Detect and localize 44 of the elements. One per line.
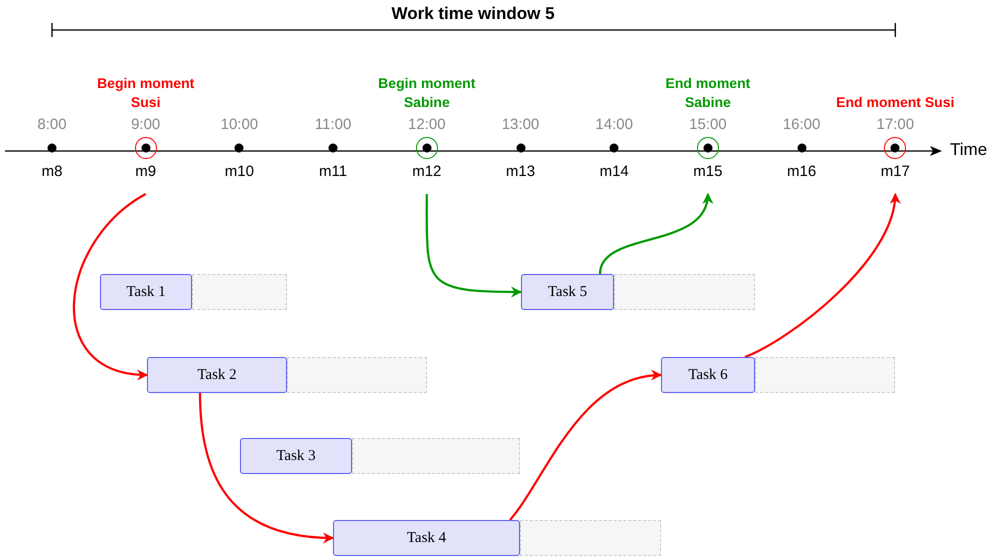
slack-bar [614, 274, 755, 310]
moment-name: m10 [224, 162, 254, 182]
slack-bar [520, 520, 661, 556]
time-label: 15:00 [689, 116, 727, 133]
moment-label: End moment Susi [835, 93, 956, 112]
time-label: 9:00 [131, 116, 160, 133]
task-box: Task 4 [333, 520, 520, 556]
moment-name: m14 [600, 162, 629, 182]
task-box: Task 2 [147, 357, 287, 393]
time-label: 13:00 [502, 116, 540, 133]
moment-name: m8 [42, 162, 62, 182]
axis-label: Time [950, 140, 988, 160]
moment-name: m16 [787, 162, 816, 182]
slack-bar [192, 274, 287, 310]
arrow [509, 370, 662, 521]
moment-name: m12 [412, 162, 442, 182]
moment-label: Begin moment Susi [96, 74, 196, 112]
time-label: 11:00 [314, 116, 352, 133]
moment-name: m13 [506, 162, 536, 182]
time-label: 12:00 [408, 116, 446, 133]
arrow [198, 392, 334, 543]
moment-name: m17 [880, 162, 910, 182]
moment-label: Begin moment Sabine [377, 74, 476, 112]
diagram-title: Work time window 5 [390, 4, 556, 24]
moment-name: m11 [319, 162, 348, 182]
time-label: 14:00 [595, 116, 633, 133]
time-label: 16:00 [782, 116, 820, 133]
task-box: Task 1 [100, 274, 192, 310]
arrow [598, 192, 712, 274]
task-box: Task 5 [521, 274, 614, 310]
time-label: 17:00 [876, 116, 914, 133]
slack-bar [755, 357, 895, 393]
task-box: Task 3 [240, 438, 352, 474]
time-label: 8:00 [37, 116, 67, 133]
slack-bar [352, 438, 520, 474]
arrow [744, 192, 900, 358]
moment-name: m9 [135, 162, 156, 182]
arrow [426, 194, 522, 298]
moment-label: End moment Sabine [664, 74, 752, 112]
arrow [73, 193, 148, 380]
slack-bar [287, 357, 427, 393]
moment-name: m15 [693, 162, 722, 182]
task-box: Task 6 [661, 357, 755, 393]
time-label: 10:00 [220, 116, 258, 133]
